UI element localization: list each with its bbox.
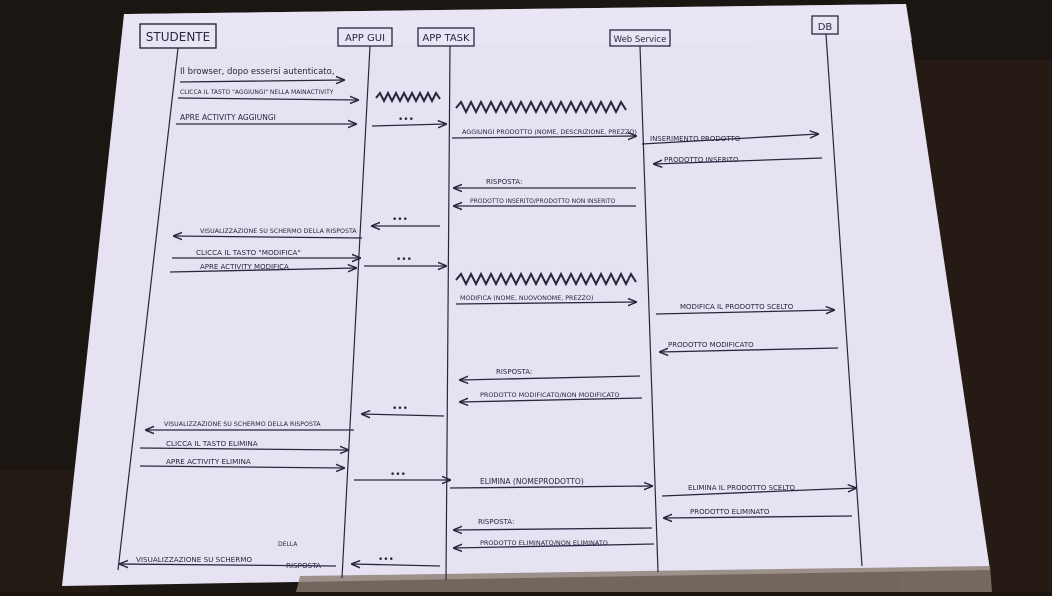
label-m13: MODIFICA IL PRODOTTO SCELTO: [680, 303, 794, 311]
arrow-m13: [655, 310, 834, 315]
label-m6: PRODOTTO INSERITO: [664, 156, 739, 164]
label-m16: PRODOTTO MODIFICATO/NON MODIFICATO: [480, 391, 620, 399]
lifeline-app-gui: [341, 45, 371, 579]
scribble-task-1: [455, 99, 627, 115]
label-m25-tail: RISPOSTA: [286, 561, 321, 570]
participant-db: DB: [811, 15, 839, 35]
label-m1: Il browser, dopo essersi autenticato,: [180, 67, 335, 77]
paper-underneath: [296, 566, 992, 592]
ellipsis-3: •••: [396, 255, 412, 265]
label-m23: RISPOSTA:: [478, 518, 514, 526]
participant-app-task-label: APP TASK: [422, 33, 470, 44]
participant-app-gui: APP GUI: [337, 27, 393, 47]
participant-web-service-label: Web Service: [614, 35, 667, 45]
arrow-m1: [179, 80, 344, 82]
ellipsis-marks: ••• ••• ••• ••• ••• •••: [378, 115, 414, 565]
participant-db-label: DB: [818, 22, 833, 33]
label-m17: VISUALIZZAZIONE SU SCHERMO DELLA RISPOST…: [164, 421, 321, 428]
scribble-task-2: [455, 271, 637, 287]
label-m25: VISUALIZZAZIONE SU SCHERMO: [136, 555, 252, 564]
arrow-m19: [139, 466, 344, 468]
ellipsis-2: •••: [392, 215, 408, 225]
arrow-m11: [169, 268, 356, 273]
lifeline-app-task: [445, 45, 451, 581]
label-m5: INSERIMENTO PRODOTTO: [650, 135, 741, 143]
message-labels: Il browser, dopo essersi autenticato, CL…: [136, 67, 796, 570]
label-m25-insert: DELLA: [278, 541, 298, 548]
arrow-m9: [174, 236, 363, 238]
label-m22: PRODOTTO ELIMINATO: [690, 508, 770, 516]
paper-highlight: [124, 4, 912, 48]
arrow-m25: [120, 564, 337, 566]
scribbles: [375, 90, 637, 287]
label-m24: PRODOTTO ELIMINATO/NON ELIMINATO: [480, 539, 608, 547]
label-m2: CLICCA IL TASTO "AGGIUNGI" NELLA MAINACT…: [180, 89, 334, 96]
arrow-m18: [139, 448, 348, 450]
label-m8: PRODOTTO INSERITO/PRODOTTO NON INSERITO: [470, 198, 616, 205]
arrow-task-gui-4: [352, 564, 441, 566]
label-m3: APRE ACTIVITY AGGIUNGI: [180, 113, 276, 122]
arrow-m22: [664, 516, 853, 518]
participant-studente-label: STUDENTE: [146, 30, 210, 44]
arrow-m12: [455, 302, 636, 304]
scribble-gui-1: [375, 90, 441, 104]
arrow-task-gui-3: [362, 414, 445, 416]
arrow-m6: [654, 157, 823, 164]
lifeline-db: [825, 33, 863, 567]
label-m11: APRE ACTIVITY MODIFICA: [200, 263, 289, 271]
ellipsis-6: •••: [378, 555, 394, 565]
lifelines: [117, 33, 863, 581]
arrow-m5: [641, 134, 818, 145]
arrow-m14: [660, 347, 839, 352]
arrow-m2: [177, 98, 358, 100]
label-m4: AGGIUNGI PRODOTTO (NOME, DESCRIZIONE, PR…: [462, 128, 637, 136]
label-m12: MODIFICA (NOME, NUOVONOME, PREZZO): [460, 295, 593, 302]
participant-app-gui-label: APP GUI: [345, 33, 385, 44]
arrow-m16: [460, 397, 643, 402]
lifeline-studente: [117, 47, 179, 571]
arrow-m20: [449, 486, 652, 488]
arrow-m4: [451, 136, 636, 138]
ellipsis-1: •••: [398, 115, 414, 125]
message-arrows: [120, 80, 856, 566]
label-m15: RISPOSTA:: [496, 368, 532, 376]
arrow-m24: [454, 543, 655, 548]
participant-app-task: APP TASK: [417, 27, 475, 47]
ellipsis-5: •••: [390, 470, 406, 480]
label-m9: VISUALIZZAZIONE SU SCHERMO DELLA RISPOST…: [200, 228, 357, 235]
arrow-m21: [661, 488, 856, 497]
ellipsis-4: •••: [392, 404, 408, 414]
lifeline-web-service: [639, 45, 659, 573]
label-m14: PRODOTTO MODIFICATO: [668, 341, 754, 349]
label-m21: ELIMINA IL PRODOTTO SCELTO: [688, 484, 796, 492]
label-m7: RISPOSTA:: [486, 178, 522, 186]
arrow-gui-task-1: [371, 124, 446, 126]
label-m19: APRE ACTIVITY ELIMINA: [166, 457, 251, 466]
label-m18: CLICCA IL TASTO ELIMINA: [166, 439, 258, 448]
arrow-m15: [460, 375, 641, 380]
paper-sheet: [62, 4, 990, 586]
label-m10: CLICCA IL TASTO "MODIFICA": [196, 248, 301, 257]
label-m20: ELIMINA (NOMEPRODOTTO): [480, 477, 584, 486]
arrow-m23: [454, 528, 653, 530]
